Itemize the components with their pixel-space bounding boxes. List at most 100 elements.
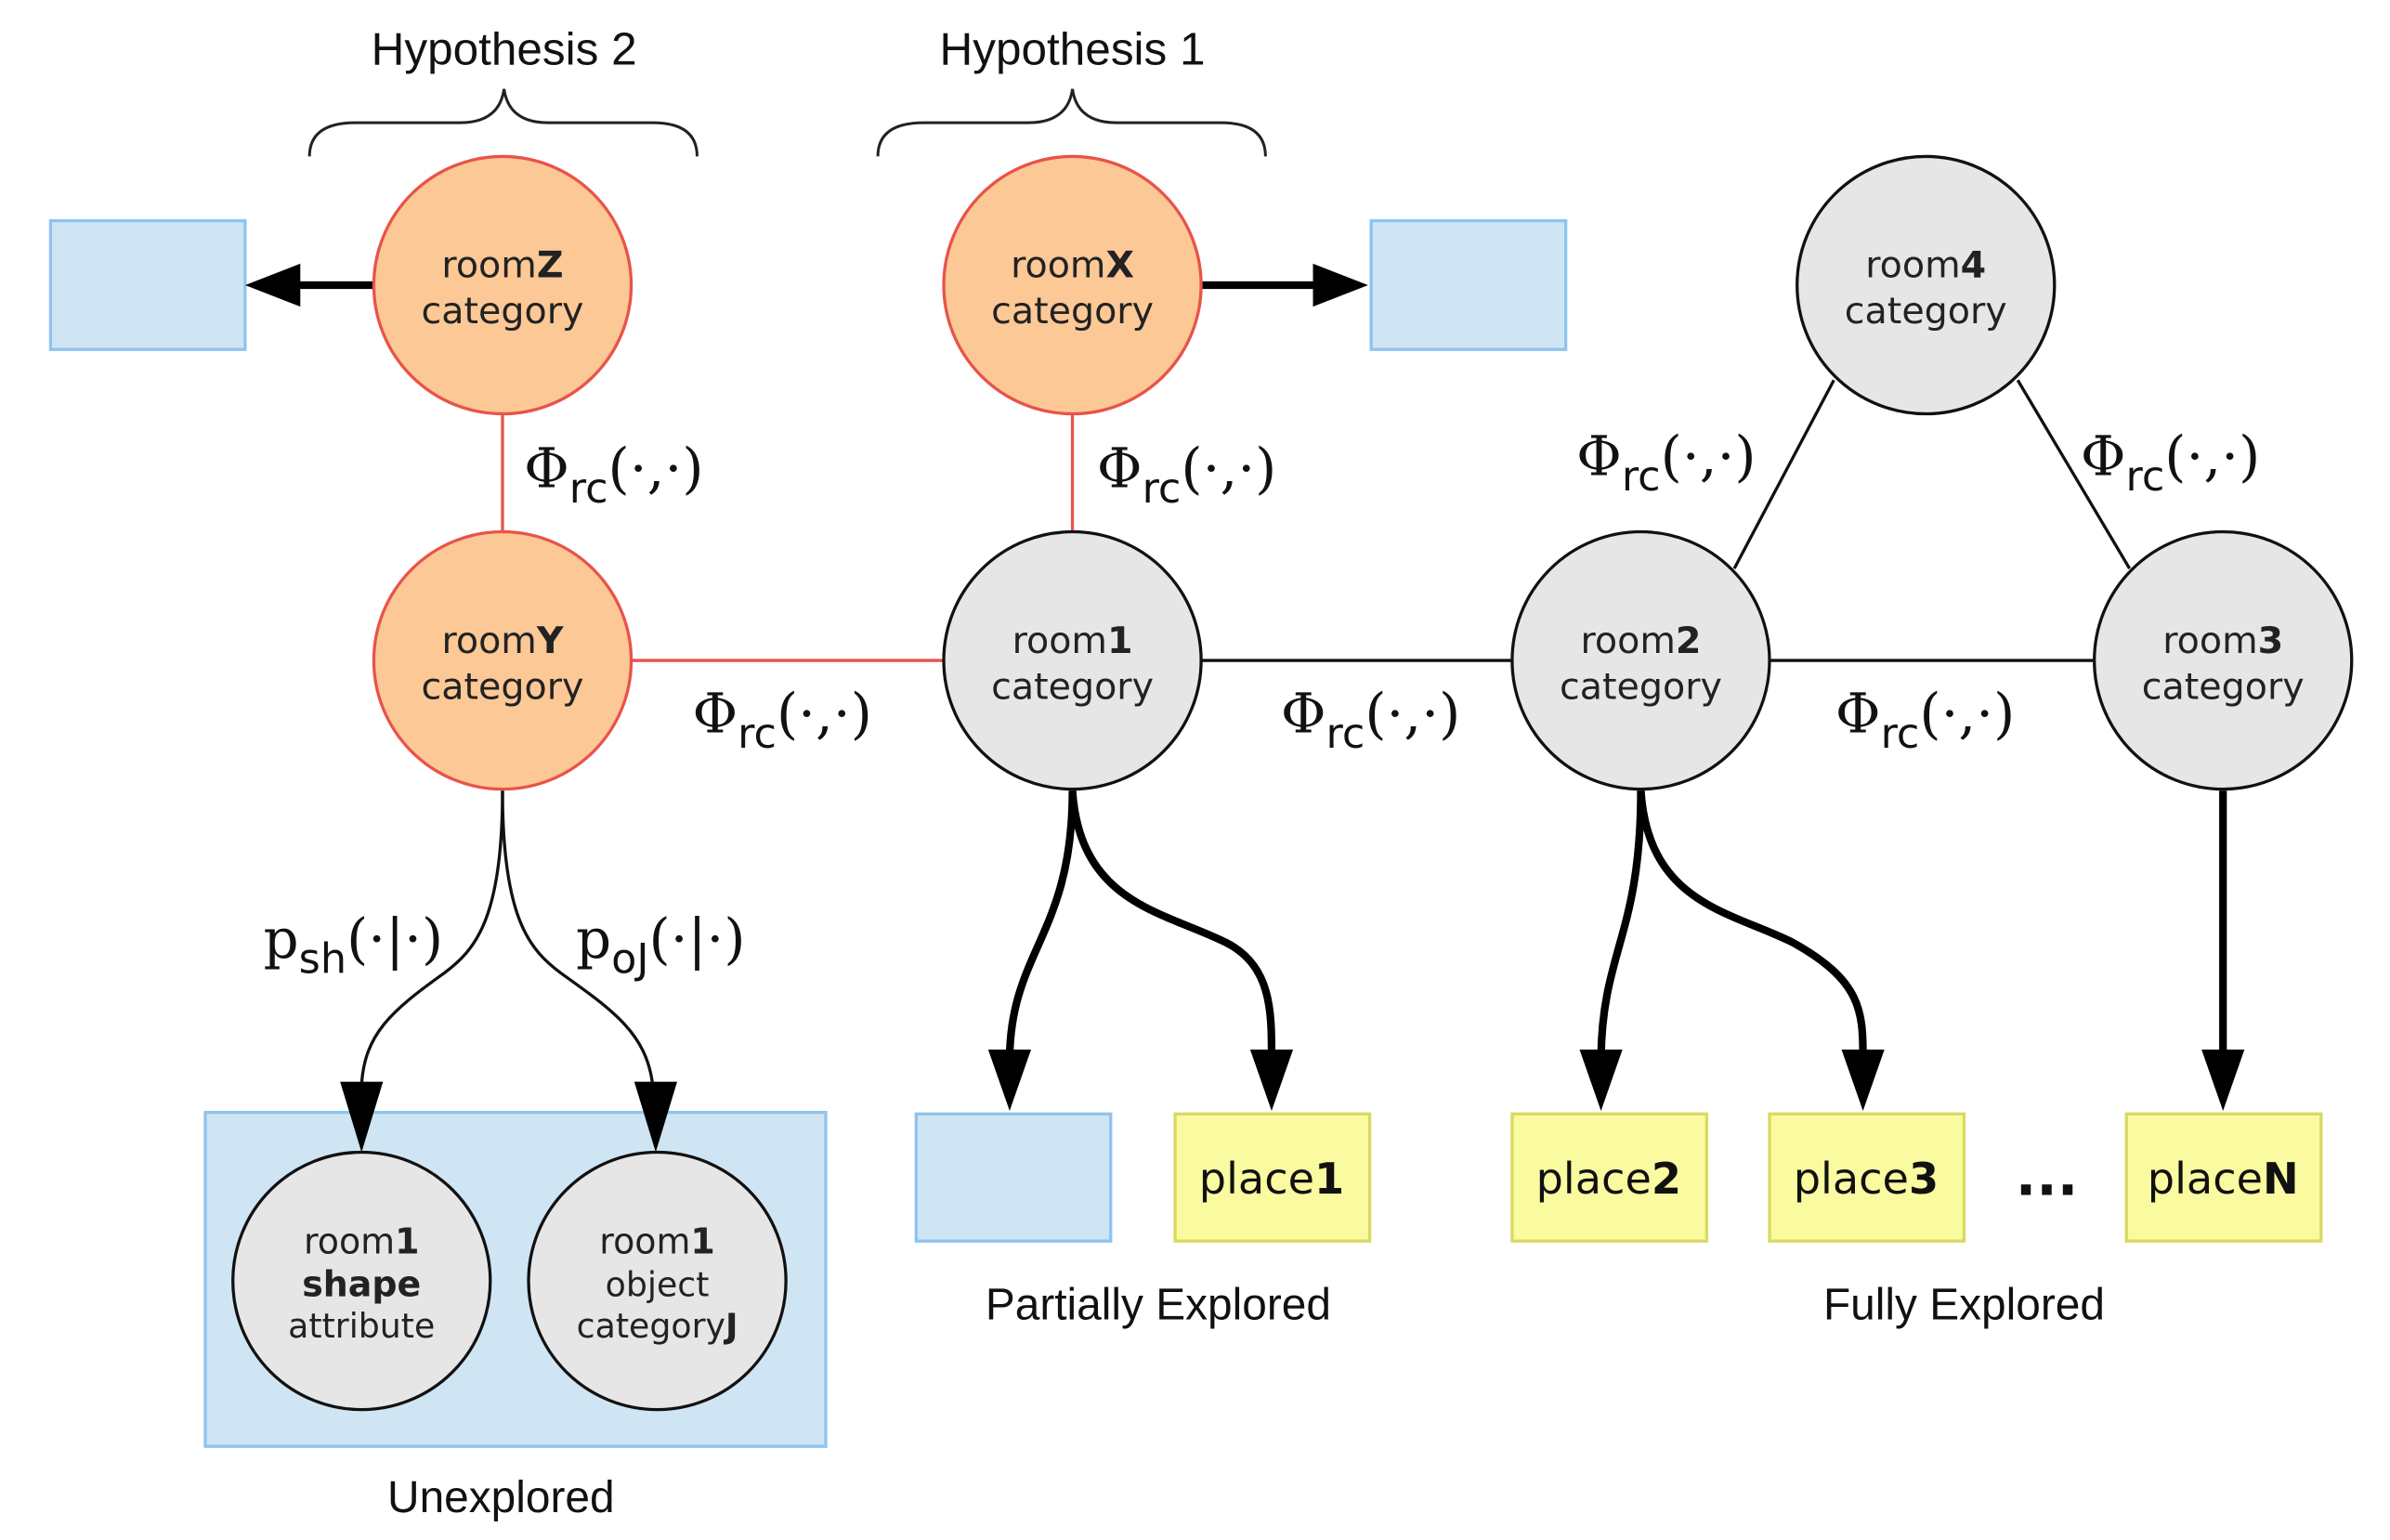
node-roomZ: roomZ category bbox=[372, 154, 633, 416]
place-1: place1 bbox=[1173, 1112, 1372, 1243]
svg-text:room1: room1 bbox=[599, 1220, 715, 1261]
shape-node-line2: shape bbox=[302, 1264, 421, 1305]
arrow-room1-to-place1 bbox=[1068, 790, 1276, 1058]
factor-roomY-room1: Φrc(·,·) bbox=[693, 683, 872, 758]
likelihood-symbol: p bbox=[264, 907, 299, 972]
likelihood-args: (·|·) bbox=[649, 907, 746, 972]
arrow-roomX-to-box-head bbox=[1313, 263, 1368, 307]
factor-args: (·,·) bbox=[1661, 424, 1757, 489]
likelihood-object-subscript: oJ bbox=[611, 935, 648, 984]
node-room4-prefix: room bbox=[1865, 244, 1960, 287]
factor-symbol: Φ bbox=[1835, 683, 1881, 747]
node-room1-object-category: room1 object categoryJ bbox=[527, 1150, 788, 1412]
hypothesis-2-label: Hypothesis 2 bbox=[372, 23, 637, 74]
unexplored-box-left bbox=[48, 219, 247, 351]
factor-symbol: Φ bbox=[1281, 683, 1326, 747]
node-room4-id: 4 bbox=[1961, 244, 1987, 287]
object-node-line3-id: J bbox=[723, 1306, 738, 1346]
factor-symbol: Φ bbox=[693, 683, 738, 747]
node-room1-id: 1 bbox=[1107, 620, 1133, 662]
node-room2: room2 category bbox=[1510, 529, 1771, 791]
object-node-line3: category bbox=[577, 1306, 725, 1346]
unexplored-caption: Unexplored bbox=[387, 1473, 615, 1522]
node-roomY-label: category bbox=[422, 665, 584, 708]
node-room3-prefix: room bbox=[2162, 620, 2257, 662]
node-roomX-prefix: room bbox=[1011, 244, 1105, 287]
object-node-id: 1 bbox=[690, 1220, 714, 1261]
factor-args: (·,·) bbox=[1919, 683, 2015, 747]
node-roomZ-id: Z bbox=[537, 244, 564, 287]
place-3: place3 bbox=[1768, 1112, 1966, 1243]
factor-args: (·,·) bbox=[1365, 683, 1460, 747]
factor-room2-room3: Φrc(·,·) bbox=[1835, 683, 2015, 758]
factor-symbol: Φ bbox=[1576, 424, 1622, 489]
arrow-roomZ-to-box-head bbox=[244, 263, 301, 307]
shape-node-line3: attribute bbox=[288, 1306, 435, 1346]
node-room1: room1 category bbox=[942, 529, 1203, 791]
place-1-id: 1 bbox=[1314, 1154, 1344, 1204]
factor-args: (·,·) bbox=[608, 437, 704, 502]
node-room2-label: category bbox=[1560, 665, 1722, 708]
node-room2-id: 2 bbox=[1676, 620, 1702, 662]
place-3-prefix: place bbox=[1794, 1154, 1909, 1204]
node-roomX-id: X bbox=[1105, 244, 1134, 287]
arrow-room1-to-place1-head bbox=[1249, 1050, 1294, 1111]
factor-subscript: rc bbox=[569, 464, 608, 513]
arrow-room2-to-place3 bbox=[1637, 790, 1867, 1058]
factor-args: (·,·) bbox=[777, 683, 872, 747]
svg-text:room1: room1 bbox=[1012, 620, 1133, 662]
node-roomY: roomY category bbox=[372, 529, 633, 791]
place-2-id: 2 bbox=[1652, 1154, 1681, 1204]
svg-text:roomY: roomY bbox=[441, 620, 564, 662]
arrow-roomY-to-shape-head bbox=[340, 1081, 384, 1153]
svg-text:categoryJ: categoryJ bbox=[577, 1306, 738, 1346]
svg-text:roomX: roomX bbox=[1011, 244, 1134, 287]
object-node-line2: object bbox=[606, 1265, 710, 1305]
factor-room2-room4: Φrc(·,·) bbox=[1576, 424, 1756, 500]
shape-node-id: 1 bbox=[395, 1220, 419, 1261]
arrow-room2-to-place2-head bbox=[1579, 1050, 1623, 1111]
factor-roomZ-roomY: Φrc(·,·) bbox=[524, 437, 703, 513]
place-2: place2 bbox=[1510, 1112, 1709, 1243]
arrow-roomY-to-shape bbox=[359, 790, 504, 1086]
edge-room2-room4 bbox=[1732, 379, 1835, 569]
arrow-room1-to-box-head bbox=[987, 1050, 1032, 1111]
node-roomX: roomX category bbox=[942, 154, 1203, 416]
unexplored-box-bottom bbox=[914, 1112, 1113, 1243]
arrow-room3-to-placeN-head bbox=[2201, 1050, 2245, 1111]
hypothesis-2-brace bbox=[307, 88, 699, 157]
node-roomZ-label: category bbox=[422, 290, 584, 333]
factor-room1-room2: Φrc(·,·) bbox=[1281, 683, 1460, 758]
arrow-room2-to-place2 bbox=[1597, 790, 1645, 1058]
arrow-room2-to-place3-head bbox=[1841, 1050, 1885, 1111]
place-3-id: 3 bbox=[1909, 1154, 1939, 1204]
likelihood-object: poJ(·|·) bbox=[576, 907, 745, 983]
node-roomX-label: category bbox=[991, 290, 1154, 333]
shape-node-prefix: room bbox=[304, 1220, 395, 1261]
factor-symbol: Φ bbox=[2081, 424, 2126, 489]
node-room1-shape-attribute: room1 shape attribute bbox=[231, 1150, 492, 1412]
node-roomY-id: Y bbox=[536, 620, 565, 662]
svg-text:placeN: placeN bbox=[2148, 1154, 2299, 1204]
place-2-prefix: place bbox=[1536, 1154, 1652, 1204]
place-N: placeN bbox=[2124, 1112, 2323, 1243]
factor-room3-room4: Φrc(·,·) bbox=[2081, 424, 2260, 500]
place-N-prefix: place bbox=[2148, 1154, 2263, 1204]
svg-text:place2: place2 bbox=[1536, 1154, 1681, 1204]
factor-subscript: rc bbox=[1143, 464, 1182, 513]
factor-symbol: Φ bbox=[1097, 437, 1143, 502]
svg-text:room1: room1 bbox=[304, 1220, 420, 1261]
node-roomY-prefix: room bbox=[441, 620, 536, 662]
place-1-prefix: place bbox=[1199, 1154, 1314, 1204]
node-room3: room3 category bbox=[2093, 529, 2354, 791]
factor-subscript: rc bbox=[1622, 452, 1661, 501]
unexplored-box-right bbox=[1369, 219, 1568, 351]
svg-text:room2: room2 bbox=[1580, 620, 1701, 662]
factor-args: (·,·) bbox=[2164, 424, 2260, 489]
svg-text:place3: place3 bbox=[1794, 1154, 1939, 1204]
likelihood-shape-subscript: sh bbox=[299, 935, 346, 984]
node-room3-label: category bbox=[2142, 665, 2305, 708]
arrow-roomY-to-object-head bbox=[633, 1081, 678, 1153]
svg-text:room4: room4 bbox=[1865, 244, 1986, 287]
